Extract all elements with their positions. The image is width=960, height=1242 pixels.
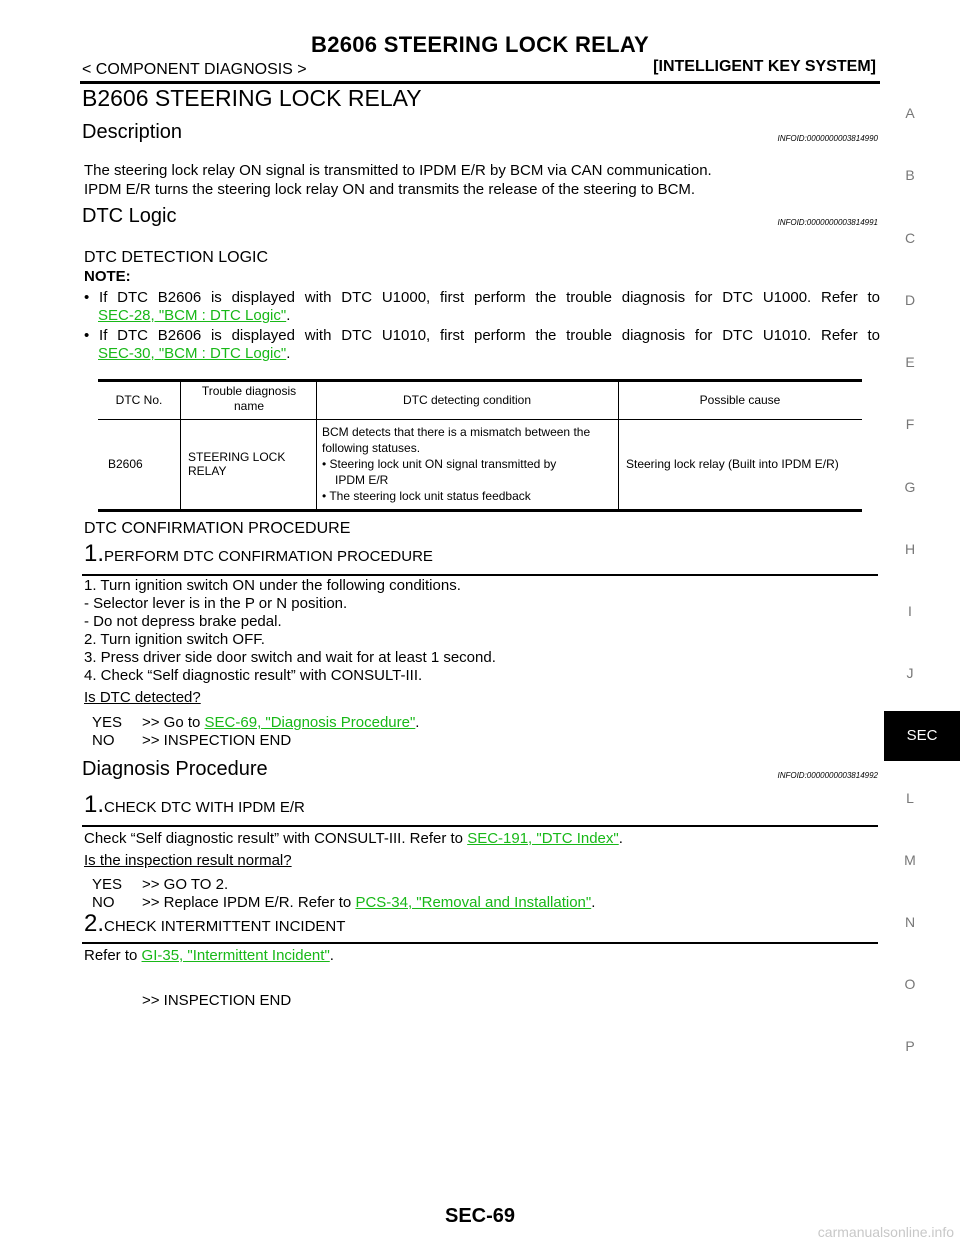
side-tab-f[interactable]: F	[905, 416, 915, 432]
table-header-cause: Possible cause	[699, 393, 781, 407]
page-header-title: B2606 STEERING LOCK RELAY	[311, 32, 649, 57]
table-cell-cond-3: • Steering lock unit ON signal transmitt…	[322, 457, 557, 471]
step-rule	[82, 825, 878, 827]
dtc-confirmation-heading: DTC CONFIRMATION PROCEDURE	[84, 520, 351, 537]
table-col-divider	[180, 382, 181, 509]
link-sec-28[interactable]: SEC-28, "BCM : DTC Logic"	[98, 307, 287, 324]
table-cell-dtc-no: B2606	[108, 457, 143, 471]
procedure-line-6: 4. Check “Self diagnostic result” with C…	[84, 667, 423, 684]
side-tab-n[interactable]: N	[904, 914, 916, 930]
note-item-1-ref: SEC-28, "BCM : DTC Logic".	[98, 307, 291, 324]
diag-step-2-heading: 2.CHECK INTERMITTENT INCIDENT	[84, 910, 346, 937]
table-top-rule	[98, 379, 862, 382]
table-cell-cond-5: • The steering lock unit status feedback	[322, 489, 531, 503]
table-col-divider	[316, 382, 317, 509]
side-tab-sec-active[interactable]: SEC	[884, 711, 960, 761]
procedure-line-3: - Do not depress brake pedal.	[84, 613, 282, 630]
diagnosis-heading: Diagnosis Procedure	[82, 758, 268, 780]
link-sec-69[interactable]: SEC-69, "Diagnosis Procedure"	[204, 714, 416, 731]
procedure-line-5: 3. Press driver side door switch and wai…	[84, 649, 496, 666]
diag-answer-yes: YES>> GO TO 2.	[92, 876, 229, 893]
answer-yes: YES>> Go to SEC-69, "Diagnosis Procedure…	[92, 714, 420, 731]
answer-no: NO>> INSPECTION END	[92, 732, 292, 749]
side-tab-p[interactable]: P	[905, 1038, 915, 1054]
table-header-dtc-no: DTC No.	[115, 393, 163, 407]
note-item-2-ref: SEC-30, "BCM : DTC Logic".	[98, 345, 291, 362]
side-tab-i[interactable]: I	[908, 603, 912, 619]
side-tab-l[interactable]: L	[906, 790, 914, 806]
note-item-2: • If DTC B2606 is displayed with DTC U10…	[84, 327, 880, 344]
question-inspection-normal: Is the inspection result normal?	[84, 852, 292, 869]
page-number: SEC-69	[444, 1205, 516, 1227]
header-rule	[80, 81, 880, 84]
description-heading: Description	[82, 121, 183, 143]
description-line-1: The steering lock relay ON signal is tra…	[84, 162, 712, 179]
diag-step-2-text: Refer to GI-35, "Intermittent Incident".	[84, 947, 334, 964]
section-label: [INTELLIGENT KEY SYSTEM]	[653, 58, 876, 75]
table-cell-cause: Steering lock relay (Built into IPDM E/R…	[626, 457, 839, 471]
side-tab-d[interactable]: D	[904, 292, 916, 308]
side-tab-g[interactable]: G	[904, 479, 916, 495]
table-cell-name-1: STEERING LOCK	[188, 450, 286, 464]
side-tab-b[interactable]: B	[905, 167, 915, 183]
diag-answer-no: NO>> Replace IPDM E/R. Refer to PCS-34, …	[92, 894, 596, 911]
side-tab-m[interactable]: M	[904, 852, 916, 868]
question-dtc-detected: Is DTC detected?	[84, 689, 201, 706]
table-cell-cond-2: following statuses.	[322, 441, 421, 455]
procedure-line-2: - Selector lever is in the P or N positi…	[84, 595, 348, 612]
side-tab-a[interactable]: A	[905, 105, 915, 121]
side-tab-j[interactable]: J	[906, 665, 914, 681]
breadcrumb: < COMPONENT DIAGNOSIS >	[82, 61, 307, 78]
table-cell-cond-4: IPDM E/R	[335, 473, 389, 487]
link-pcs-34[interactable]: PCS-34, "Removal and Installation"	[355, 894, 592, 911]
diag-end: >> INSPECTION END	[142, 992, 292, 1009]
table-header-name: Trouble diagnosis name	[201, 384, 297, 413]
note-item-1: • If DTC B2606 is displayed with DTC U10…	[84, 289, 880, 306]
table-header-rule	[98, 419, 862, 420]
step-rule	[82, 942, 878, 944]
note-label: NOTE:	[84, 268, 131, 285]
dtc-detection-logic-heading: DTC DETECTION LOGIC	[84, 249, 269, 266]
table-header-condition: DTC detecting condition	[402, 393, 532, 407]
table-cell-name-2: RELAY	[188, 464, 227, 478]
watermark: carmanualsonline.info	[817, 1224, 954, 1240]
dtc-logic-infoid: INFOID:0000000003814991	[777, 218, 878, 227]
table-col-divider	[618, 382, 619, 509]
diag-step-1-heading: 1.CHECK DTC WITH IPDM E/R	[84, 791, 305, 818]
link-sec-191[interactable]: SEC-191, "DTC Index"	[467, 830, 619, 847]
dtc-logic-heading: DTC Logic	[82, 205, 177, 227]
link-gi-35[interactable]: GI-35, "Intermittent Incident"	[141, 947, 330, 964]
link-sec-30[interactable]: SEC-30, "BCM : DTC Logic"	[98, 345, 287, 362]
diag-step-1-text: Check “Self diagnostic result” with CONS…	[84, 830, 623, 847]
procedure-line-1: 1. Turn ignition switch ON under the fol…	[84, 577, 461, 594]
side-tab-c[interactable]: C	[904, 230, 916, 246]
side-tab-e[interactable]: E	[905, 354, 915, 370]
description-infoid: INFOID:0000000003814990	[777, 134, 878, 143]
side-tab-o[interactable]: O	[904, 976, 916, 992]
table-bottom-rule	[98, 509, 862, 512]
step-rule	[82, 574, 878, 576]
description-line-2: IPDM E/R turns the steering lock relay O…	[84, 181, 696, 198]
page-title: B2606 STEERING LOCK RELAY	[82, 85, 422, 111]
procedure-line-4: 2. Turn ignition switch OFF.	[84, 631, 265, 648]
side-tab-h[interactable]: H	[904, 541, 916, 557]
table-cell-cond-1: BCM detects that there is a mismatch bet…	[322, 425, 591, 439]
step-1-heading: 1.PERFORM DTC CONFIRMATION PROCEDURE	[84, 540, 433, 567]
diagnosis-infoid: INFOID:0000000003814992	[777, 771, 878, 780]
